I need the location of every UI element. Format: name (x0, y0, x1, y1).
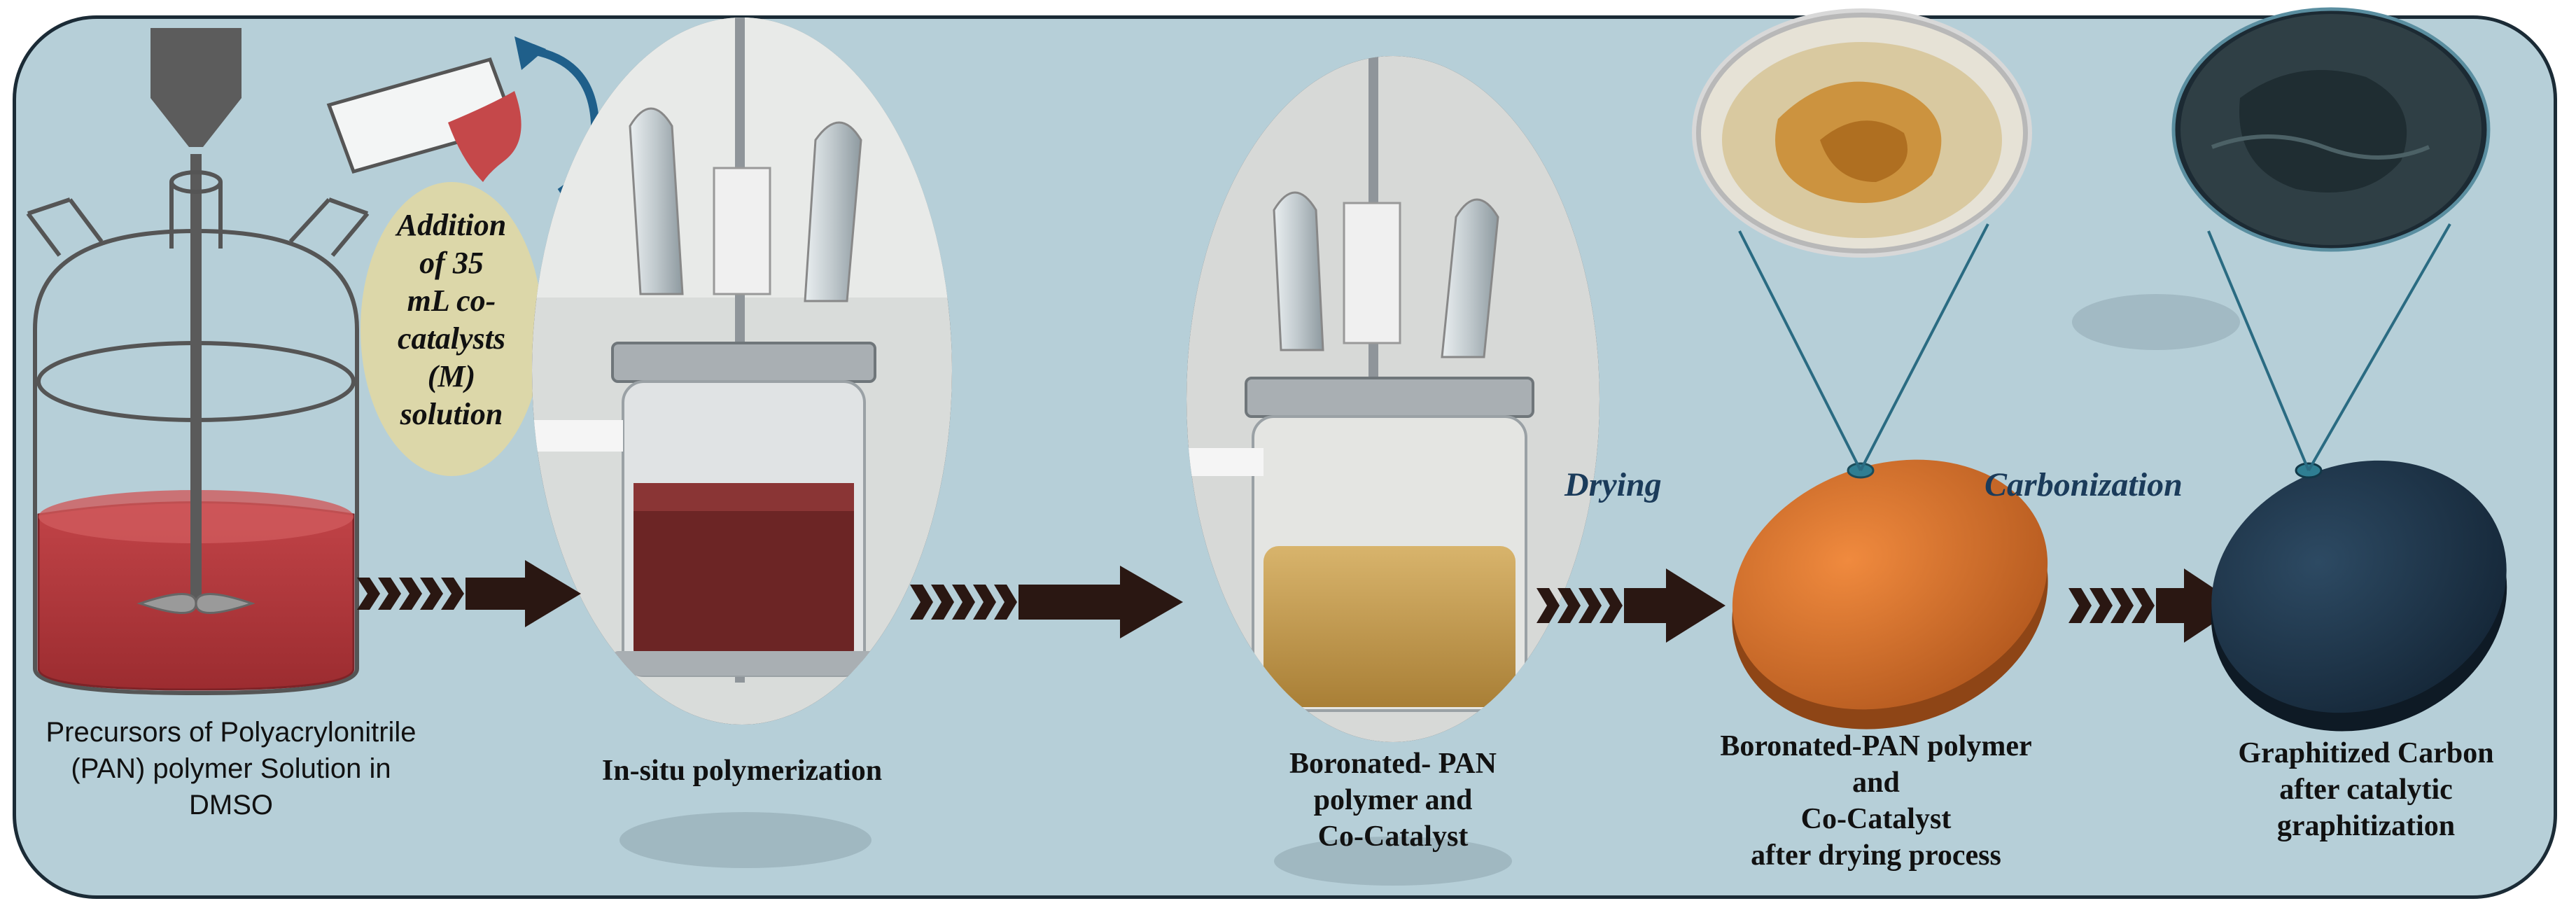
arrow-3 (1536, 568, 1726, 643)
arrow-1 (357, 560, 581, 627)
arrow-4 (2068, 568, 2240, 643)
callout-line: of 35 (419, 246, 484, 280)
stirrer-motor (150, 28, 241, 147)
dried-film-photo (1692, 8, 2032, 258)
stirrer-shaft (190, 154, 202, 602)
carbon-film-photo (2171, 7, 2491, 252)
callout-oval (360, 182, 542, 476)
callout-line: solution (400, 397, 503, 431)
callout-text: Addition of 35 mL co- catalysts (M) solu… (368, 207, 536, 433)
caption-insitu: In-situ polymerization (601, 755, 883, 787)
caption-after-drying: Boronated-PAN polymer and Co-Catalyst af… (1720, 730, 2032, 872)
pouring-beaker-illustration (326, 36, 600, 196)
callout-line: mL co- (407, 284, 496, 318)
step-label-carbonization: Carbonization (1984, 466, 2183, 503)
callout-line: Addition (396, 208, 507, 242)
caption-graphitized: Graphitized Carbon after catalytic graph… (2238, 737, 2494, 842)
step-label-drying: Drying (1564, 466, 1662, 503)
caption-boronated: Boronated- PAN polymer and Co-Catalyst (1289, 748, 1497, 853)
callout-line: (M) (427, 359, 476, 393)
stirrer-blade-icon (136, 593, 255, 614)
reactor-photo-boronated (1186, 56, 1600, 742)
center-neck (169, 182, 223, 249)
vessel-body (33, 228, 359, 696)
reactor-vessel-illustration (26, 28, 370, 696)
callout-line: catalysts (398, 321, 505, 356)
left-neck (26, 197, 104, 257)
arrow-2 (910, 566, 1183, 638)
pouring-liquid (448, 91, 522, 182)
graphitized-carbon-disc (2207, 223, 2507, 732)
reactor-photo-insitu (532, 18, 952, 725)
right-neck (288, 197, 370, 257)
caption-precursor: Precursors of Polyacrylonitrile (PAN) po… (46, 717, 416, 820)
boronated-pan-disc (1732, 223, 2048, 729)
